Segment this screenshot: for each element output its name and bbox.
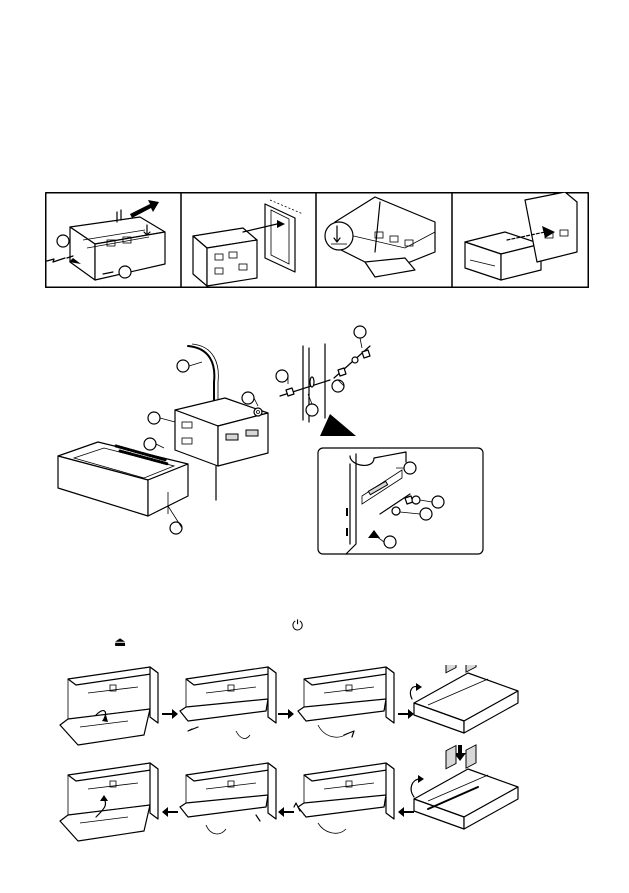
detach-step-1 (60, 667, 158, 745)
release-symbol: ⏏ (114, 636, 126, 650)
step1-remove-sleeve-illustration (47, 200, 165, 280)
detach-step-4 (410, 665, 518, 733)
installation-steps-strip (45, 192, 589, 288)
step3-bend-tabs-illustration (325, 197, 435, 277)
step2-insert-sleeve-illustration (193, 200, 303, 286)
detach-step-3 (298, 667, 394, 737)
power-symbol: ⏻ (292, 618, 303, 634)
attach-step-4 (411, 745, 518, 829)
step4-slide-unit-illustration (465, 192, 577, 280)
faceplate-sequence (58, 665, 528, 855)
detach-step-2 (180, 667, 276, 738)
attach-step-3 (294, 763, 394, 833)
attach-step-1 (60, 763, 158, 841)
mounting-diagram (50, 318, 490, 560)
attach-step-2 (180, 763, 276, 834)
